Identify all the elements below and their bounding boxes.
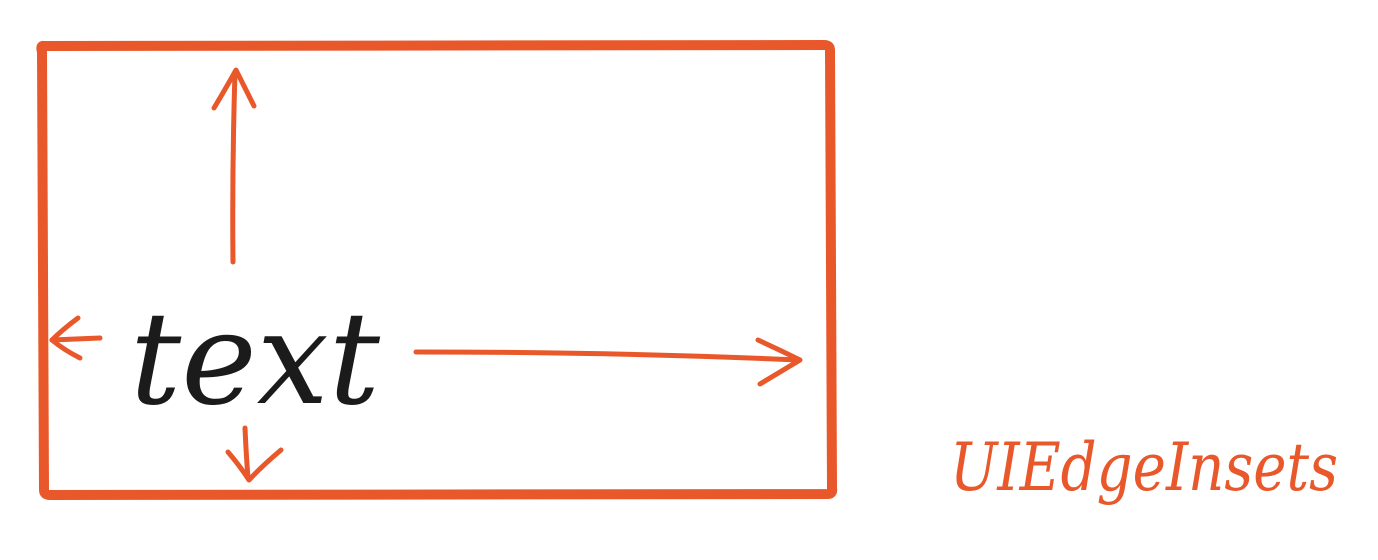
top-inset-arrow xyxy=(211,67,257,265)
bottom-inset-arrow xyxy=(225,425,284,483)
left-inset-arrow xyxy=(49,315,103,361)
container-box xyxy=(36,40,838,500)
inner-content-label: text xyxy=(130,285,381,434)
diagram-caption: UIEdgeInsets xyxy=(950,429,1338,506)
right-inset-arrow xyxy=(413,337,803,387)
